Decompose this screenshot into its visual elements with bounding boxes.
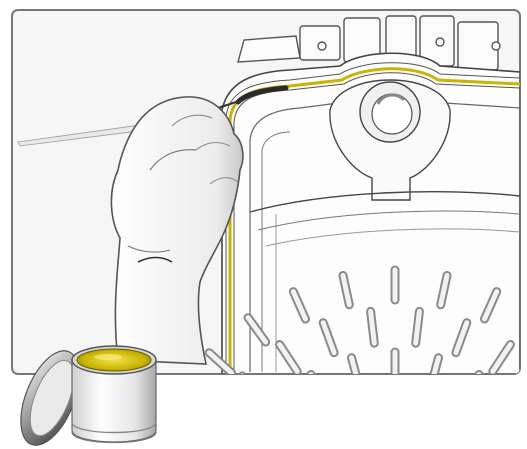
vent-slot-inner bbox=[490, 342, 513, 374]
vent-slot-inner bbox=[461, 372, 482, 374]
vent-slot-inner bbox=[438, 273, 450, 308]
vent-slot bbox=[276, 401, 297, 422]
housing-connectors bbox=[237, 15, 501, 71]
vent-slot-inner bbox=[239, 373, 268, 374]
vent-slot-inner bbox=[349, 355, 362, 374]
vent-slot-inner bbox=[290, 289, 308, 322]
vent-slot-inner bbox=[206, 350, 234, 374]
vent-slot-inner bbox=[276, 401, 297, 422]
vent-slot-inner bbox=[340, 273, 352, 308]
vent-slot-inner bbox=[482, 289, 500, 322]
housing-inner-cover bbox=[249, 191, 520, 213]
vent-slot-inner bbox=[413, 308, 422, 346]
housing-drawing bbox=[179, 15, 527, 449]
sealant-groove bbox=[228, 67, 520, 372]
vent-slot bbox=[459, 370, 484, 374]
vent-slot-inner bbox=[308, 372, 329, 374]
vent-slot-inner bbox=[320, 320, 337, 356]
vent-slot-inner bbox=[179, 395, 205, 410]
vent-slot-inner bbox=[453, 320, 470, 356]
vent-slot-inner bbox=[493, 401, 514, 422]
vent-slot bbox=[250, 436, 276, 449]
hand-holding-brush bbox=[110, 96, 244, 365]
vent-slot bbox=[306, 370, 331, 374]
housing-center-boss bbox=[329, 79, 451, 201]
vent-slot-inner bbox=[277, 342, 300, 374]
vent-slot bbox=[213, 415, 241, 431]
vent-slot bbox=[515, 436, 527, 449]
vent-slot-inner bbox=[250, 436, 276, 449]
vent-slot-inner bbox=[245, 315, 269, 345]
vent-slot bbox=[179, 395, 205, 410]
vent-slot-inner bbox=[368, 308, 377, 346]
vent-slot-inner bbox=[213, 415, 241, 431]
vent-slot-inner bbox=[428, 355, 441, 374]
vent-slots bbox=[179, 265, 527, 449]
sealant-can-icon bbox=[71, 345, 157, 444]
vent-slot bbox=[237, 371, 270, 374]
can-lid-icon bbox=[20, 350, 80, 446]
vent-slot-inner bbox=[515, 436, 527, 449]
vent-slot bbox=[493, 401, 514, 422]
